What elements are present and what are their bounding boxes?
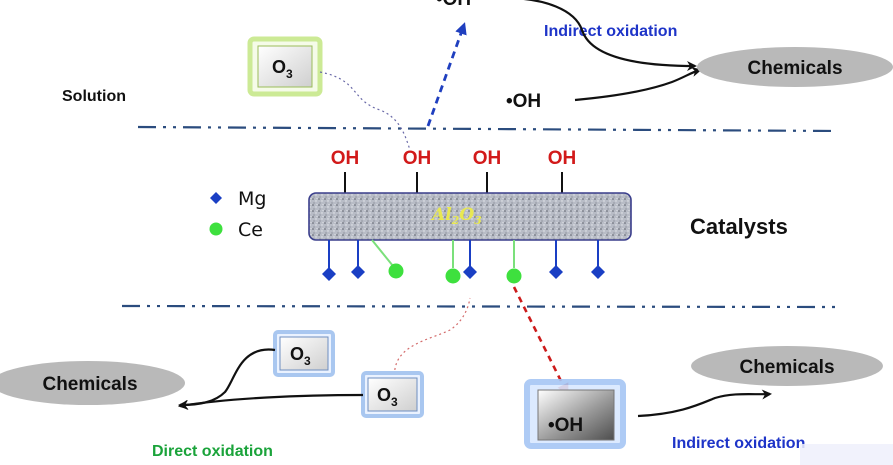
ozone-label-right: O3: [377, 385, 398, 409]
surface-oh-1: OH: [331, 148, 360, 169]
direct-oxidation-label: Direct oxidation: [152, 443, 273, 460]
legend-ce-symbol: [209, 222, 223, 236]
legend-mg-symbol: [210, 192, 222, 204]
ce-site-1: [388, 263, 404, 279]
ce-bond-1: [371, 239, 394, 267]
ce-sites: [371, 239, 522, 284]
hydroxyl-radical-solution: •OH: [506, 91, 541, 112]
chemicals-label-left: Chemicals: [42, 374, 137, 395]
solution-interface-line: [137, 125, 839, 133]
surface-oh-4: OH: [548, 148, 577, 169]
ozone-box-right: [367, 377, 418, 412]
ozone-path-top: [319, 71, 411, 151]
catalyst-interface-line: [121, 304, 841, 309]
surface-oh-3: OH: [473, 148, 502, 169]
direct-oxidation-arrow-2: [178, 393, 364, 410]
solution-label: Solution: [62, 88, 126, 105]
ce-site-2: [445, 268, 461, 284]
legend-mg-label: Mg: [238, 188, 266, 210]
chemicals-label-top: Chemicals: [747, 58, 842, 79]
ce-site-3: [506, 268, 522, 284]
mg-site-3: [463, 265, 477, 279]
hydroxyl-radical-bottom: •OH: [548, 415, 583, 436]
mg-sites: [322, 240, 605, 281]
catalysts-label: Catalysts: [690, 214, 788, 239]
surface-oh-2: OH: [403, 148, 432, 169]
hydroxyl-release-arrow: [426, 22, 467, 127]
hydroxyl-box: [537, 389, 615, 441]
corner-glare: [800, 444, 893, 465]
chemicals-ellipse-left: [0, 361, 185, 405]
indirect-oxidation-label-top: Indirect oxidation: [544, 23, 677, 40]
alumina-formula: Al2O3: [430, 205, 482, 227]
indirect-oxidation-label-bottom: Indirect oxidation: [672, 435, 805, 452]
hydroxyl-radical-top: •OH: [436, 0, 471, 10]
ozone-box-left: [279, 336, 329, 371]
chemicals-ellipse-bottom-right: [691, 346, 883, 386]
mg-site-4: [549, 265, 563, 279]
indirect-oxidation-arrow-bottom: [637, 389, 772, 418]
oxidation-arrow-top-2: [574, 67, 702, 102]
legend-ce-label: Ce: [238, 219, 263, 241]
chemicals-label-bottom-right: Chemicals: [739, 357, 834, 378]
ozone-label-top: O3: [272, 57, 293, 81]
ozone-label-left: O3: [290, 344, 311, 368]
mg-site-2: [351, 265, 365, 279]
ozone-path-bottom: [394, 297, 471, 381]
surface-hydroxyl-groups: OH OH OH OH: [331, 148, 577, 193]
chemicals-ellipse-top: [697, 47, 893, 87]
mg-site-5: [591, 265, 605, 279]
legend: Mg Ce: [209, 188, 266, 241]
ozone-box-top-inner: [257, 45, 313, 88]
mg-site-1: [322, 267, 336, 281]
hydroxyl-generation-arrow: [512, 286, 569, 396]
oxidation-arrow-top-1: [522, 0, 697, 71]
